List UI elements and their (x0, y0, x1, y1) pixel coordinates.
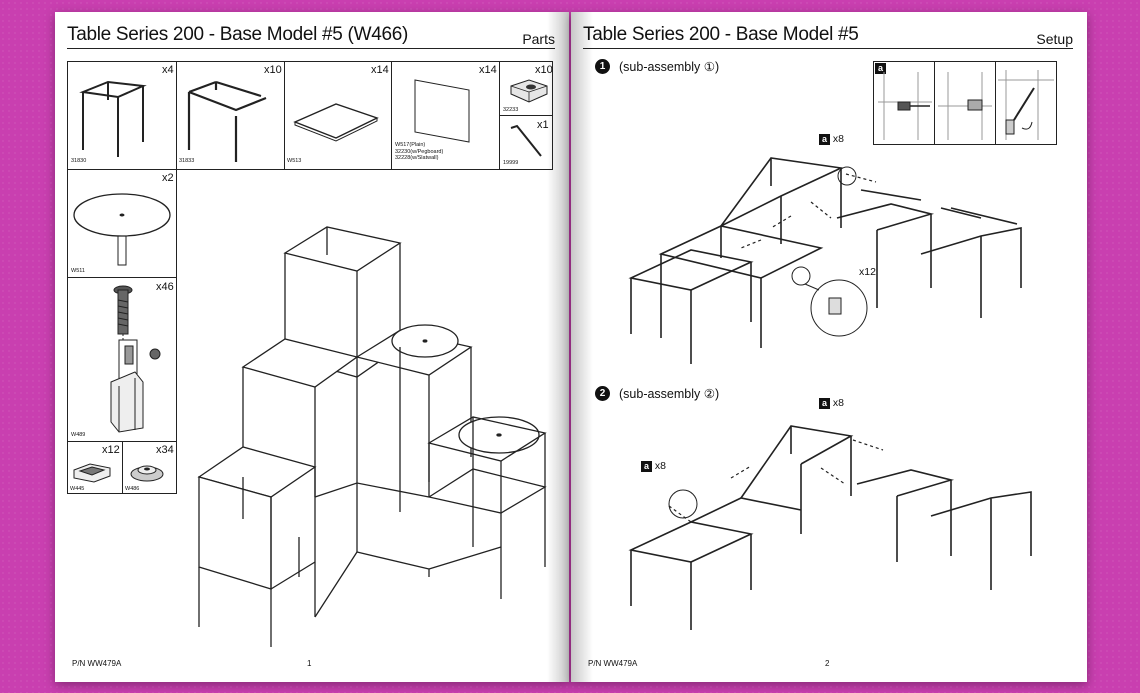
part-qty: x14 (371, 64, 389, 76)
page-title: Table Series 200 - Base Model #5 (583, 24, 859, 45)
part-qty: x34 (156, 444, 174, 456)
page-number: 2 (825, 659, 830, 668)
bolt-connector-icon (110, 285, 161, 433)
badge-qty: x8 (832, 397, 845, 409)
tighten-key-icon (998, 70, 1054, 140)
part-code: W486 (125, 486, 140, 492)
foot-cap-callout-qty: x12 (859, 266, 876, 278)
step-1-diagram (628, 157, 1022, 364)
page-number: 1 (307, 659, 312, 668)
part-code-plain: W517(Plain) (395, 142, 426, 148)
step-2-badge-callout-top: a x8 (819, 397, 844, 409)
step-2-number: 2 (595, 386, 610, 401)
round-tabletop-icon (73, 193, 171, 266)
section-label: Parts (522, 31, 555, 47)
assembled-model-illustration (197, 226, 547, 647)
part-qty: x10 (264, 64, 282, 76)
step-2-label: (sub-assembly ②) (619, 387, 720, 401)
part-code: 19999 (503, 160, 519, 166)
foot-cap-icon (73, 463, 111, 483)
part-code: 31830 (71, 158, 87, 164)
connector-badge: a (641, 461, 652, 472)
part-qty: x4 (162, 64, 174, 76)
part-code-slatwall: 32228(w/Slatwall) (395, 155, 439, 161)
setup-page: Table Series 200 - Base Model #5 Setup a… (571, 12, 1087, 682)
side-panel-icon (414, 79, 470, 143)
part-code: W489 (71, 432, 86, 438)
connector-detail-inset: a (873, 61, 1057, 145)
badge-qty: x8 (832, 133, 845, 145)
connector-badge: a (819, 134, 830, 145)
corner-connector-icon (510, 79, 548, 103)
step-1-label: (sub-assembly ①) (619, 60, 720, 74)
part-qty: x46 (156, 281, 174, 293)
part-number-footer: P/N WW479A (588, 659, 638, 668)
inset-badge: a (875, 63, 886, 74)
slide-insert-icon (938, 72, 992, 140)
part-code-list: W517(Plain) 32230(w/Pegboard) 32228(w/Sl… (395, 142, 443, 162)
step-2-badge-callout-left: a x8 (641, 460, 666, 472)
part-code: W445 (70, 486, 85, 492)
page-title: Table Series 200 - Base Model #5 (W466) (67, 24, 409, 45)
spine-shadow (547, 12, 569, 682)
shelf-panel-icon (293, 103, 379, 142)
u-frame-icon (187, 80, 267, 162)
part-code-pegboard: 32230(w/Pegboard) (395, 148, 444, 155)
part-qty: x2 (162, 172, 174, 184)
part-qty: x1 (537, 119, 549, 131)
hex-key-icon (510, 124, 542, 157)
badge-qty: x8 (654, 460, 667, 472)
connector-badge: a (819, 398, 830, 409)
part-number-footer: P/N WW479A (72, 659, 122, 668)
part-code: W511 (71, 268, 85, 274)
section-label: Setup (1036, 31, 1073, 47)
part-qty: x14 (479, 64, 497, 76)
page-header: Table Series 200 - Base Model #5 Setup (583, 24, 1073, 49)
cube-frame-icon (79, 80, 147, 157)
part-qty: x12 (102, 444, 120, 456)
part-code: 31833 (179, 158, 195, 164)
step-1-badge-callout: a x8 (819, 133, 844, 145)
part-code: 32233 (503, 107, 519, 113)
leveler-icon (130, 465, 164, 482)
spine-shadow (571, 12, 593, 682)
part-qty: x10 (535, 64, 553, 76)
part-code: W513 (287, 158, 302, 164)
page-header: Table Series 200 - Base Model #5 (W466) … (67, 24, 555, 49)
parts-page: Table Series 200 - Base Model #5 (W466) … (55, 12, 569, 682)
bolt-insert-icon (878, 72, 932, 140)
step-1-number: 1 (595, 59, 610, 74)
step-2-diagram (628, 425, 1032, 630)
